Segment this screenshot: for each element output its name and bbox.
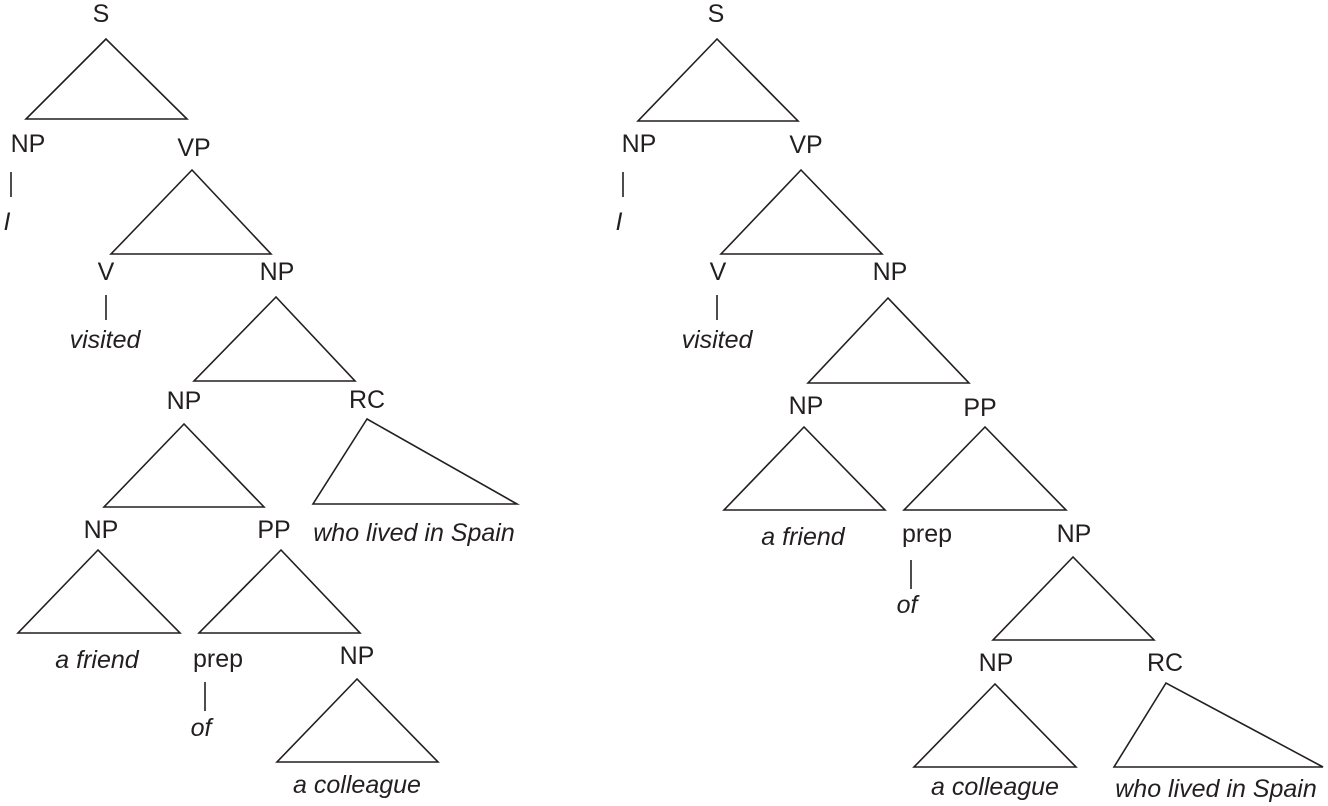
node-np-colleague: NP — [340, 642, 375, 670]
word-friend: a friend — [55, 646, 139, 674]
node-np-subject: NP — [11, 130, 46, 158]
node-np-colleague: NP — [979, 649, 1014, 677]
word-visited: visited — [70, 326, 142, 354]
word-visited: visited — [682, 326, 754, 354]
branch-rc — [311, 417, 521, 505]
node-np-inner: NP — [167, 387, 202, 415]
node-s: S — [93, 0, 110, 28]
branch-np-colleague — [275, 677, 440, 763]
node-vp: VP — [177, 134, 210, 162]
node-rc: RC — [1147, 649, 1183, 677]
word-i: I — [4, 208, 11, 236]
node-v: V — [98, 258, 115, 286]
node-np-friend: NP — [789, 392, 824, 420]
word-rc-text: who lived in Spain — [313, 519, 515, 547]
branch-np-colleague — [912, 682, 1078, 768]
word-of: of — [897, 591, 921, 619]
branch-np-object — [192, 295, 357, 382]
branch-pp — [197, 548, 362, 634]
node-np-object: NP — [873, 258, 908, 286]
branch-np-friend — [16, 548, 182, 634]
node-np-subject: NP — [622, 130, 657, 158]
node-pp: PP — [257, 516, 290, 544]
branch-np-object — [806, 296, 971, 384]
node-np-object: NP — [260, 258, 295, 286]
node-prep: prep — [193, 645, 243, 673]
node-prep: prep — [902, 520, 952, 548]
node-rc: RC — [349, 386, 385, 414]
word-friend: a friend — [761, 523, 845, 551]
node-np-pp: NP — [1057, 520, 1092, 548]
node-vp: VP — [789, 131, 822, 159]
branch-np-inner — [102, 422, 266, 508]
word-i: I — [616, 208, 623, 236]
branch-s — [24, 37, 189, 120]
node-s: S — [708, 0, 725, 28]
word-rc-text: who lived in Spain — [1115, 775, 1317, 803]
branch-pp — [902, 425, 1068, 511]
word-colleague: a colleague — [931, 773, 1059, 801]
tree-left: S NP VP V NP NP RC NP PP prep NP I visit… — [4, 0, 521, 799]
node-pp: PP — [963, 394, 996, 422]
branch-s — [636, 37, 800, 122]
branch-rc — [1112, 681, 1324, 768]
node-np-friend: NP — [84, 516, 119, 544]
word-of: of — [191, 714, 215, 742]
branch-vp — [719, 168, 884, 255]
node-v: V — [710, 258, 727, 286]
tree-right: S NP VP V NP NP PP prep NP NP RC I visit… — [616, 0, 1324, 803]
word-colleague: a colleague — [293, 771, 421, 799]
branch-np-pp — [991, 555, 1156, 641]
branch-np-friend — [722, 425, 887, 511]
branch-vp — [109, 168, 273, 255]
